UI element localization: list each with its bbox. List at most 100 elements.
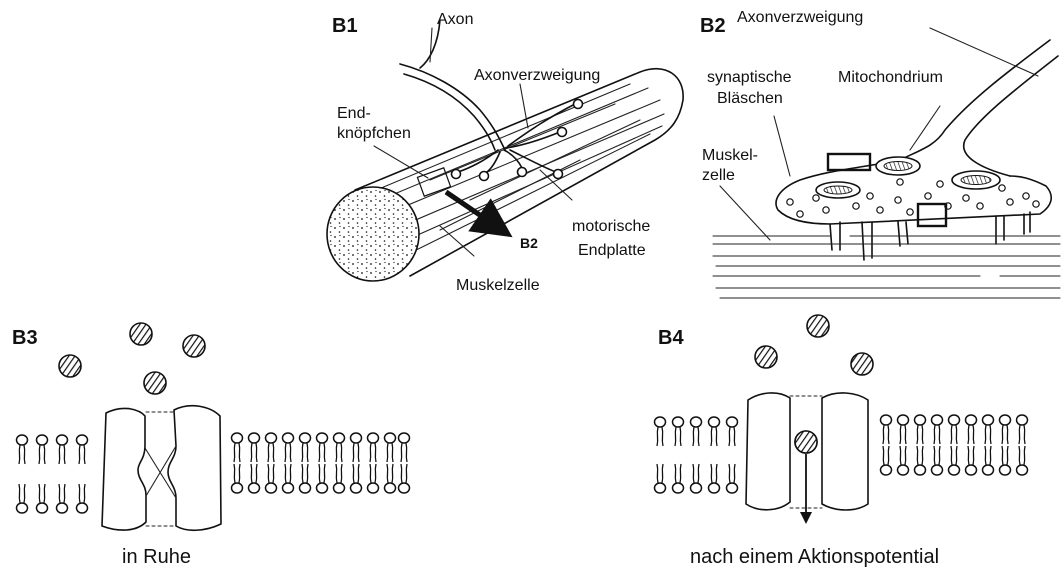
lipid-head [283, 433, 294, 443]
lipid-tail [302, 464, 303, 483]
lipid-tail [370, 464, 371, 483]
lipid-tail [302, 443, 303, 462]
lipid-head [249, 433, 260, 443]
lipid-head [232, 433, 243, 443]
ions-b3 [59, 323, 205, 394]
b1-muscle-cell-label: Muskelzelle [456, 277, 540, 294]
lipid-tail [698, 464, 699, 483]
b1-end-knob-label-2: knöpfchen [337, 125, 411, 142]
lipid-tail [84, 484, 85, 503]
lipid-tail [939, 446, 940, 465]
b1-axon-label: Axon [437, 11, 473, 28]
lipid-head [37, 435, 48, 445]
lipid-tail [234, 464, 235, 483]
lipid-tail [888, 425, 889, 444]
lipid-tail [336, 443, 337, 462]
lipid-tail [985, 425, 986, 444]
lipid-head [266, 433, 277, 443]
lipid-tail [973, 425, 974, 444]
lipid-head [17, 435, 28, 445]
lipid-tail [657, 464, 658, 483]
lipid-tail [268, 464, 269, 483]
lipid-head [266, 483, 277, 493]
lipid-head [232, 483, 243, 493]
lipid-tail [900, 425, 901, 444]
lipid-tail [307, 443, 308, 462]
lipid-tail [934, 425, 935, 444]
lipid-tail [84, 445, 85, 464]
lipid-head [399, 483, 410, 493]
lipid-head [915, 465, 926, 475]
b2-axon-branch-label: Axonverzweigung [737, 9, 863, 26]
lipid-head [655, 483, 666, 493]
lipid-head [334, 483, 345, 493]
lipid-head [727, 417, 738, 427]
lipid-tail [968, 425, 969, 444]
lipid-tail [888, 446, 889, 465]
lipid-tail [234, 443, 235, 462]
panel-b4: B4 nach einem Aktionspotential [655, 315, 1028, 568]
lipid-tail [353, 464, 354, 483]
lipid-tail [657, 427, 658, 446]
lipid-tail [729, 464, 730, 483]
b4-caption: nach einem Aktionspotential [690, 546, 939, 568]
lipid-head [1017, 415, 1028, 425]
lipid-head [300, 433, 311, 443]
b1-panel-label: B1 [332, 15, 358, 37]
lipid-head [37, 503, 48, 513]
lipid-tail [79, 484, 80, 503]
muscle-cross-section [327, 187, 419, 281]
b1-axon-branch-label: Axonverzweigung [474, 67, 600, 84]
lipid-head [57, 435, 68, 445]
lipid-tail [239, 464, 240, 483]
lipid-tail [1024, 446, 1025, 465]
lipid-tail [319, 443, 320, 462]
lipid-tail [917, 446, 918, 465]
lipid-head [368, 483, 379, 493]
lipid-tail [934, 446, 935, 465]
lipid-tail [1007, 446, 1008, 465]
lipid-tail [990, 425, 991, 444]
lipid-tail [319, 464, 320, 483]
lipid-tail [883, 446, 884, 465]
lipid-head [368, 433, 379, 443]
lipid-head [673, 483, 684, 493]
lipid-tail [256, 464, 257, 483]
lipid-tail [939, 425, 940, 444]
lipid-head [949, 415, 960, 425]
lipid-tail [251, 443, 252, 462]
lipid-head [691, 417, 702, 427]
lipid-tail [1002, 446, 1003, 465]
lipid-head [334, 433, 345, 443]
panel-b2: B2 [700, 9, 1060, 298]
lipid-tail [900, 446, 901, 465]
lipid-head [983, 415, 994, 425]
b2-vesicles-label-2: Bläschen [717, 90, 783, 107]
lipid-head [966, 415, 977, 425]
lipid-head [932, 415, 943, 425]
lipid-head [351, 483, 362, 493]
lipid-tail [1002, 425, 1003, 444]
lipid-tail [675, 464, 676, 483]
lipid-head [881, 465, 892, 475]
ions-b4 [755, 315, 873, 453]
lipid-bilayer-right-b4 [881, 415, 1028, 475]
lipid-tail [324, 464, 325, 483]
b1-end-knob-label-1: End- [337, 105, 371, 122]
lipid-tail [956, 425, 957, 444]
lipid-tail [985, 446, 986, 465]
lipid-tail [64, 445, 65, 464]
lipid-tail [693, 427, 694, 446]
lipid-head [317, 483, 328, 493]
lipid-head [949, 465, 960, 475]
lipid-tail [273, 443, 274, 462]
lipid-tail [268, 443, 269, 462]
lipid-tail [19, 445, 20, 464]
b2-muscle-cell-label-2: zelle [702, 167, 735, 184]
lipid-tail [662, 427, 663, 446]
lipid-head [966, 465, 977, 475]
lipid-head [1000, 415, 1011, 425]
lipid-head [249, 483, 260, 493]
lipid-tail [662, 464, 663, 483]
lipid-tail [680, 427, 681, 446]
